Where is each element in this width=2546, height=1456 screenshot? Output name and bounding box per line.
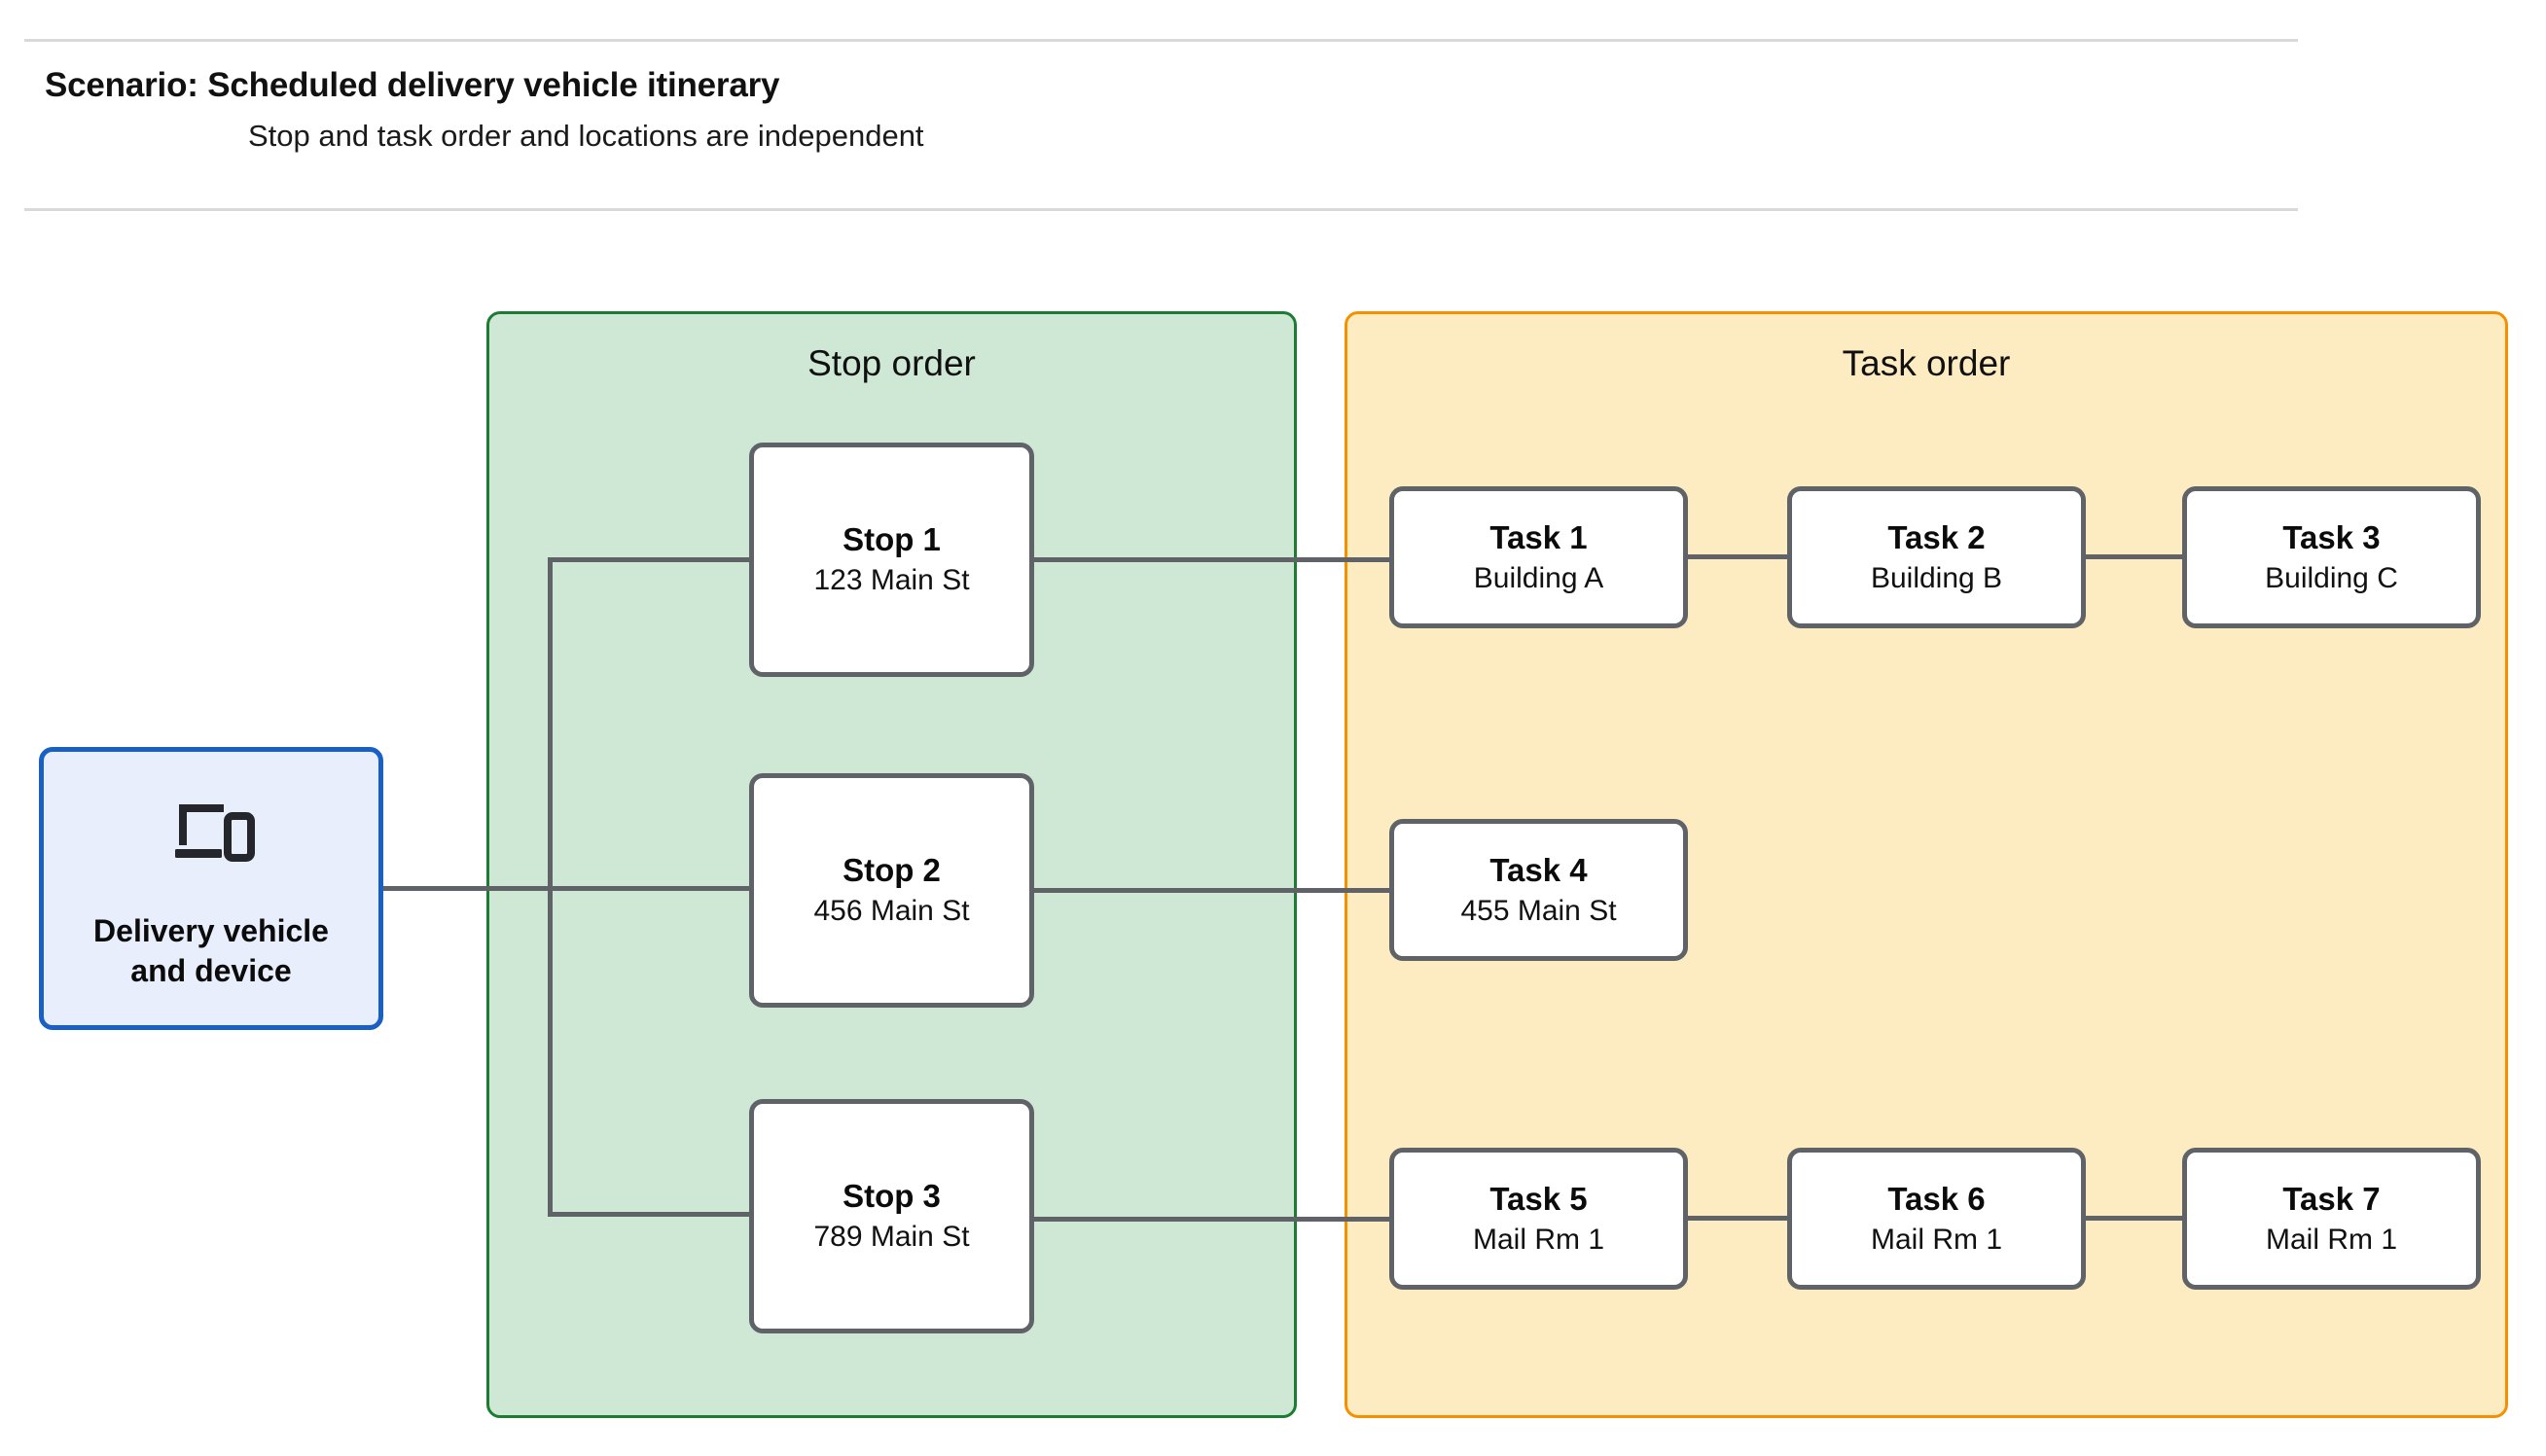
task-node-location: Building C — [2265, 561, 2398, 594]
connector-stop-2-to-task-4 — [1029, 888, 1394, 893]
connector-trunk-to-stop-1 — [548, 557, 754, 562]
page-subtitle: Stop and task order and locations are in… — [248, 119, 924, 153]
connector-vehicle-to-trunk — [381, 886, 553, 891]
task-node-3[interactable]: Task 3 Building C — [2182, 486, 2481, 628]
task-node-title: Task 1 — [1489, 518, 1588, 555]
stop-node-1[interactable]: Stop 1 123 Main St — [749, 443, 1034, 677]
stop-node-location: 456 Main St — [813, 895, 970, 928]
page-title: Scenario: Scheduled delivery vehicle iti… — [45, 66, 780, 104]
task-node-title: Task 6 — [1887, 1180, 1986, 1217]
connector-stop-3-to-task-5 — [1029, 1217, 1394, 1222]
stop-node-location: 123 Main St — [813, 564, 970, 597]
stop-node-title: Stop 1 — [843, 521, 941, 558]
header-divider-bottom — [24, 208, 2298, 211]
task-node-location: Mail Rm 1 — [1870, 1223, 2002, 1256]
task-node-location: Building B — [1870, 561, 2003, 594]
task-node-1[interactable]: Task 1 Building A — [1389, 486, 1688, 628]
task-node-5[interactable]: Task 5 Mail Rm 1 — [1389, 1148, 1688, 1290]
stop-node-location: 789 Main St — [813, 1221, 970, 1254]
connector-stop-1-to-task-1 — [1029, 557, 1394, 562]
task-node-title: Task 5 — [1489, 1180, 1588, 1217]
connector-trunk-to-stop-2 — [548, 886, 754, 891]
stop-order-group-title: Stop order — [807, 343, 976, 383]
task-node-location: Mail Rm 1 — [1472, 1223, 1604, 1256]
task-node-7[interactable]: Task 7 Mail Rm 1 — [2182, 1148, 2481, 1290]
connector-task-2-to-task-3 — [2081, 554, 2187, 559]
connector-trunk-to-stop-3 — [548, 1212, 754, 1217]
task-node-6[interactable]: Task 6 Mail Rm 1 — [1787, 1148, 2086, 1290]
delivery-vehicle-label: Delivery vehicle and device — [93, 913, 329, 988]
delivery-vehicle-node[interactable]: Delivery vehicle and device — [39, 747, 383, 1030]
task-node-title: Task 2 — [1887, 518, 1986, 555]
connector-task-6-to-task-7 — [2081, 1216, 2187, 1221]
stop-node-3[interactable]: Stop 3 789 Main St — [749, 1099, 1034, 1333]
task-order-group-title: Task order — [1842, 343, 2011, 383]
stop-node-2[interactable]: Stop 2 456 Main St — [749, 773, 1034, 1008]
task-node-title: Task 7 — [2282, 1180, 2381, 1217]
devices-icon — [175, 804, 255, 862]
task-node-location: 455 Main St — [1460, 894, 1617, 927]
task-node-2[interactable]: Task 2 Building B — [1787, 486, 2086, 628]
task-node-title: Task 4 — [1489, 851, 1588, 888]
connector-task-1-to-task-2 — [1683, 554, 1792, 559]
stop-node-title: Stop 2 — [843, 852, 941, 889]
connector-task-5-to-task-6 — [1683, 1216, 1792, 1221]
task-node-location: Mail Rm 1 — [2265, 1223, 2397, 1256]
task-node-4[interactable]: Task 4 455 Main St — [1389, 819, 1688, 961]
task-node-title: Task 3 — [2282, 518, 2381, 555]
header-divider-top — [24, 39, 2298, 42]
task-node-location: Building A — [1473, 561, 1604, 594]
stop-node-title: Stop 3 — [843, 1178, 941, 1215]
